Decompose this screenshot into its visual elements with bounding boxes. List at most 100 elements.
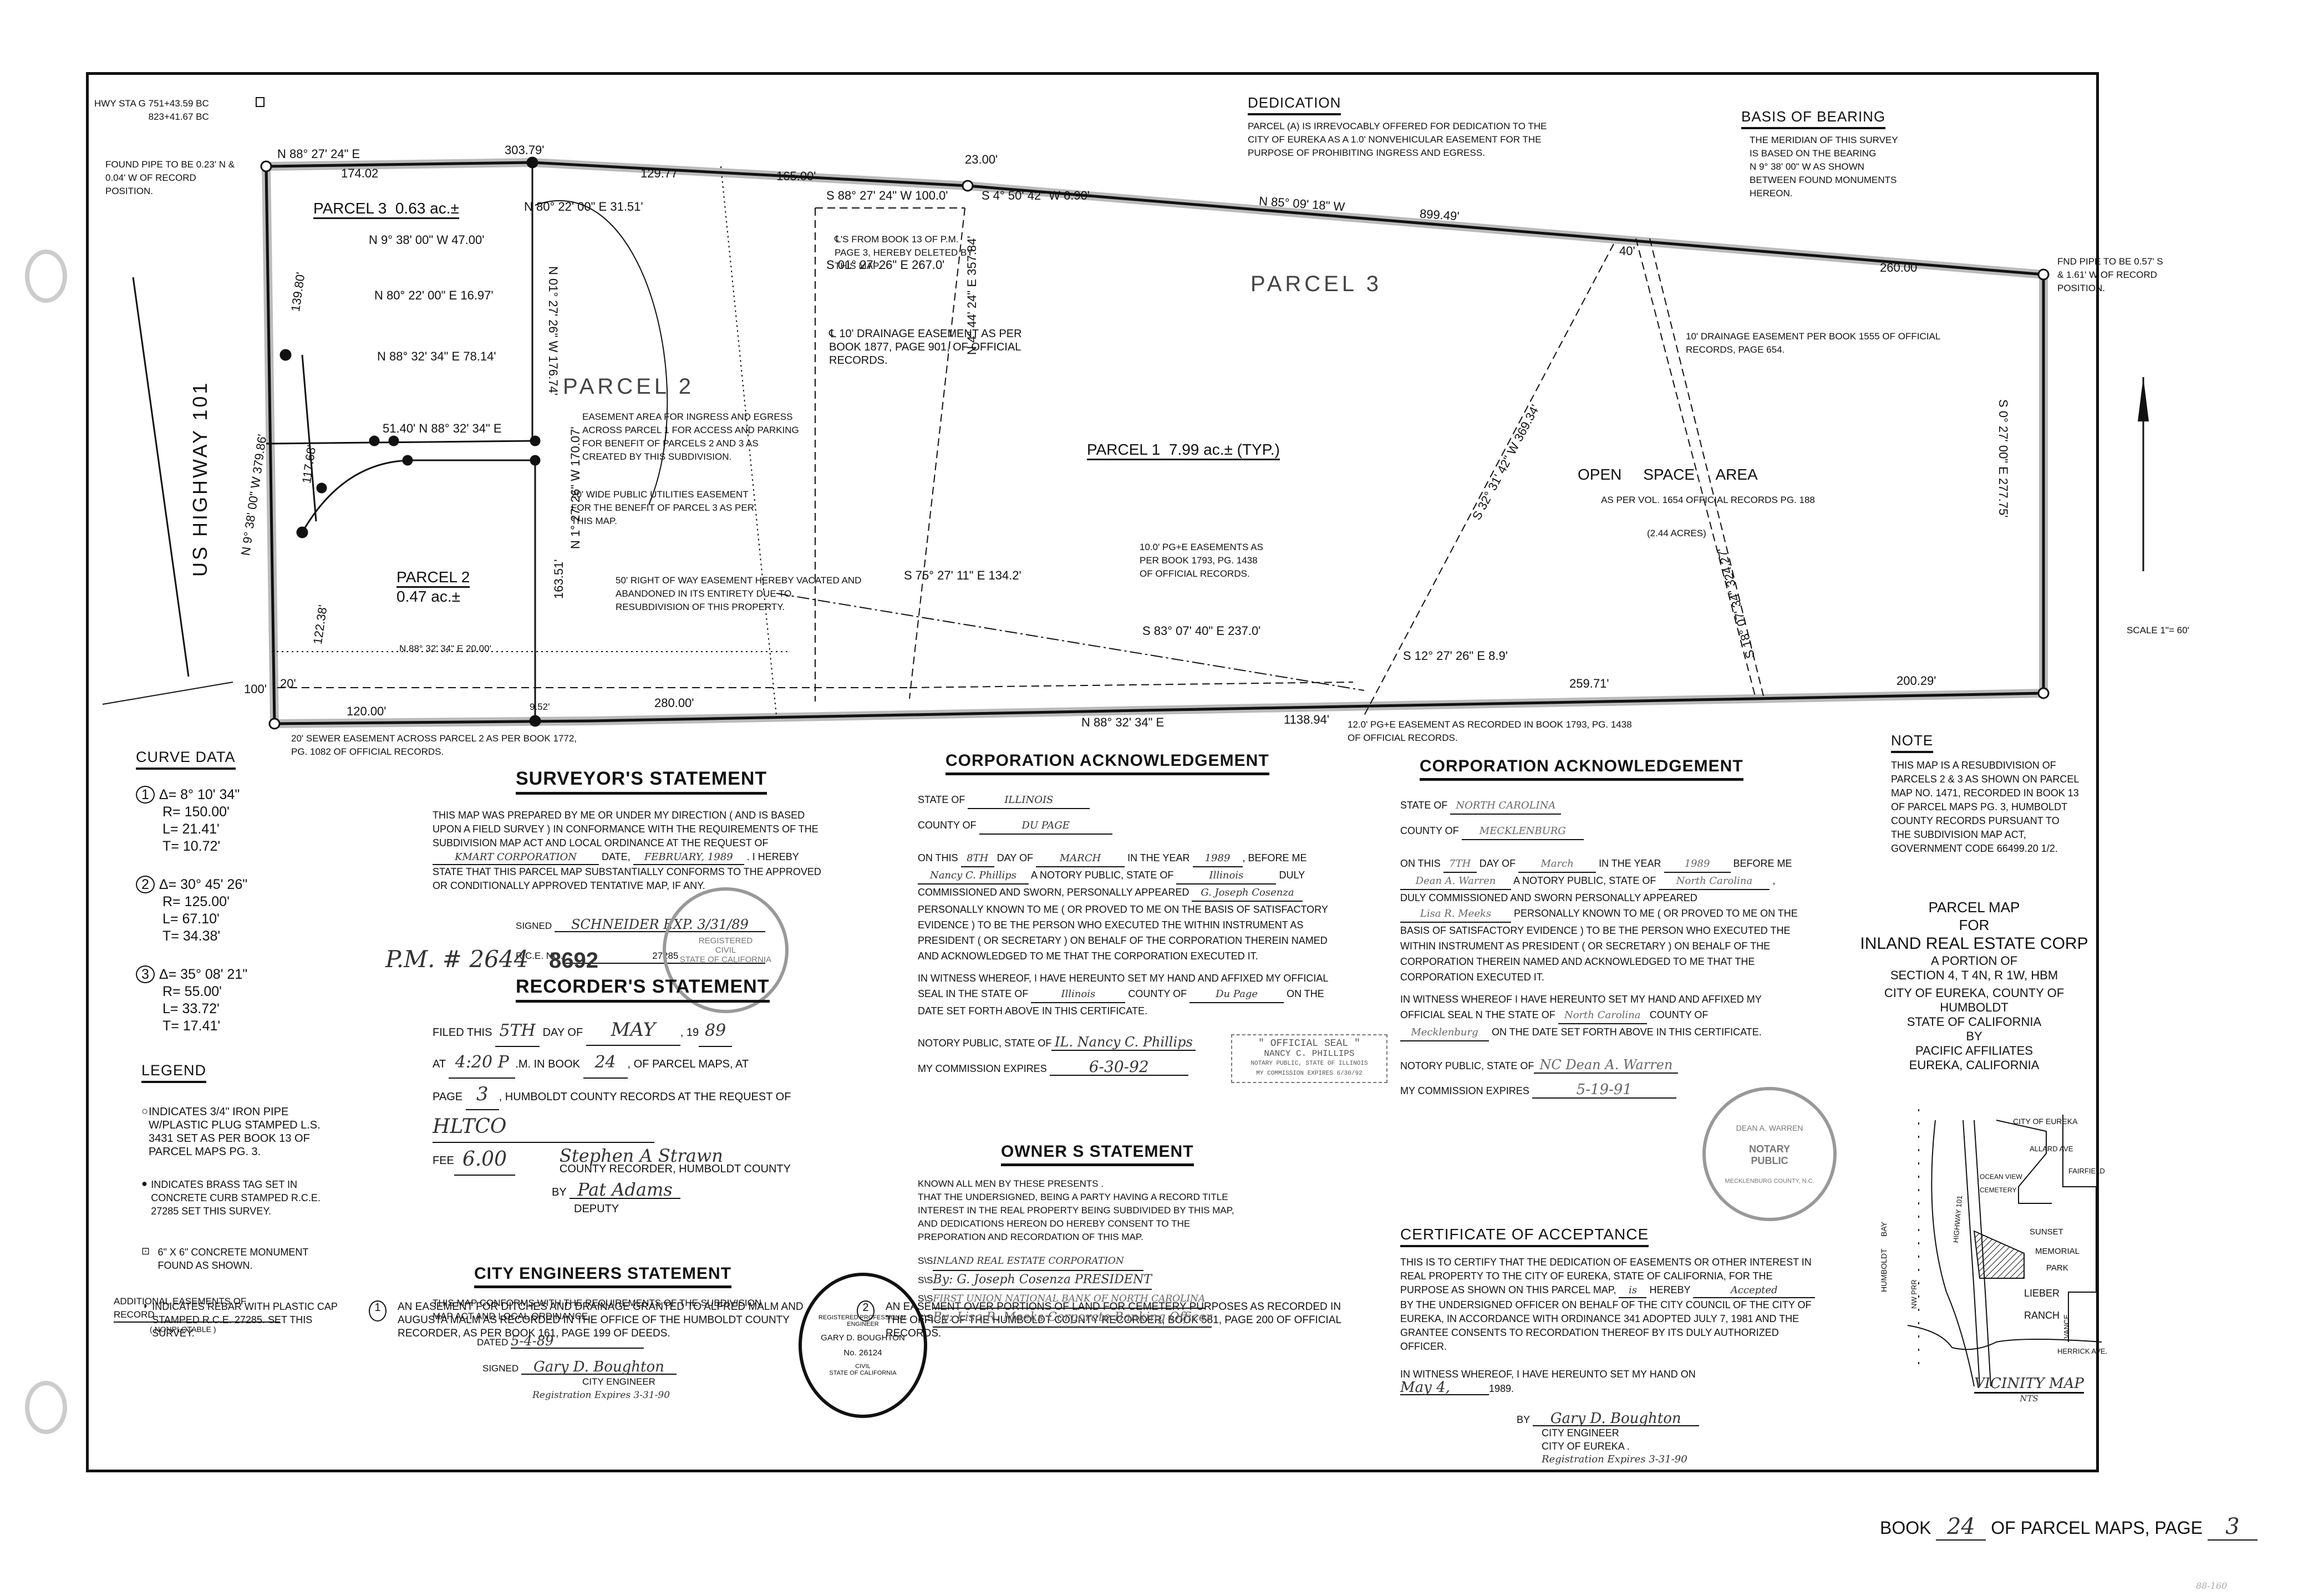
city-engineer-registration: Registration Expires 3-31-90 [532, 1390, 670, 1401]
surveyor-text: . I HEREBY STATE THAT THIS PARCEL MAP SU… [433, 851, 821, 891]
ack-text: A NOTORY PUBLIC, STATE OF [1513, 875, 1656, 886]
station-line: 823+41.67 BC [148, 111, 209, 122]
east-40: 40' [1619, 244, 1635, 258]
title-client: INLAND REAL ESTATE CORP [1860, 934, 2088, 953]
seal-line: PUBLIC [1751, 1155, 1788, 1166]
seal-name: GARY D. BOUGHTON [821, 1333, 905, 1343]
filed-label: FILED THIS [433, 1026, 492, 1039]
owners-statement-text: KNOWN ALL MEN BY THESE PRESENTS . THAT T… [918, 1178, 1234, 1242]
day-of-label: DAY OF [997, 852, 1034, 863]
easement-number: 1 [369, 1300, 387, 1321]
recorders-statement-title: RECORDER'S STATEMENT [516, 976, 770, 1003]
vicinity-label: HUMBOLDT [1879, 1248, 1888, 1292]
seal-number: No. 26124 [843, 1348, 882, 1358]
ack-day: 7th [1443, 856, 1477, 873]
recorder-body: FILED THIS 5th DAY OF May, 1989 AT 4:20 … [433, 1015, 832, 1217]
curve-bearing-2: N 9° 38' 00" W 47.00' [369, 233, 485, 247]
dated-value: 5-4-89 [511, 1334, 644, 1349]
archive-stamp: 88-160 [2196, 1580, 2228, 1591]
vicinity-label: FAIRFIELD [2068, 1167, 2105, 1175]
north-bearing: N 88° 27' 24" E [277, 147, 360, 161]
filed-time: 4:20 P [449, 1048, 516, 1079]
surveyor-date-label: DATE, [602, 851, 631, 862]
official-notary-seal-il: " OFFICIAL SEAL " NANCY C. PHILLIPS NOTA… [1231, 1034, 1387, 1083]
surveyor-requester: KMART CORPORATION [433, 850, 599, 865]
filed-day: 5th [495, 1016, 540, 1047]
note-block: NOTE THIS MAP IS A RESUBDIVISION OF PARC… [1891, 732, 2080, 856]
city-engineer-dated-row: DATED 5-4-89 [433, 1334, 776, 1349]
title-line: A PORTION OF [1930, 954, 2018, 968]
vicinity-map-title: VICINITY MAP [1974, 1375, 2084, 1394]
ne-length: 899.49' [1419, 206, 1460, 223]
concrete-monument-icon: ⊡ [141, 1246, 150, 1257]
city-engineer-signed-row: SIGNED Gary D. Boughton CITY ENGINEER Re… [433, 1360, 776, 1402]
pm-number: P.M. # 2644 [385, 946, 529, 973]
sig-value: INLAND REAL ESTATE CORPORATION [933, 1252, 1144, 1271]
scale-label: SCALE 1"= 60' [2127, 625, 2189, 636]
dedication-block: DEDICATION PARCEL (A) IS IRREVOCABLY OFF… [1248, 94, 1636, 160]
note-drainage-1555: 10' DRAINAGE EASEMENT PER BOOK 1555 OF O… [1686, 331, 1940, 355]
dedication-title: DEDICATION [1248, 94, 1341, 115]
owner-signatures: S\SINLAND REAL ESTATE CORPORATION S\SBy:… [918, 1252, 1339, 1328]
curve-bearing-1: N 80° 22' 00" E 31.51' [524, 200, 643, 214]
south-259: 259.71' [1569, 677, 1609, 690]
parcel-2-name: PARCEL 2 [396, 568, 470, 588]
title-city: CITY OF EUREKA, COUNTY OF HUMBOLDT [1884, 986, 2065, 1014]
curve-number: 2 [136, 876, 155, 893]
city-engineers-title: CITY ENGINEERS STATEMENT [474, 1264, 732, 1288]
acceptance-accepted: Accepted [1693, 1283, 1816, 1298]
seal-line: NANCY C. PHILLIPS [1264, 1049, 1355, 1059]
witness-end: ON THE DATE SET FORTH ABOVE IN THIS CERT… [918, 988, 1324, 1016]
city-engineer-role: CITY ENGINEER [582, 1376, 655, 1387]
title-firm-city: EUREKA, CALIFORNIA [1909, 1058, 2040, 1072]
seal-line: MECKLENBURG COUNTY, N.C. [1725, 1178, 1814, 1185]
found-pipe-nw-note: FOUND PIPE TO BE 0.23' N & 0.04' W OF RE… [105, 159, 235, 196]
legend-text: INDICATES 3/4" IRON PIPE W/PLASTIC PLUG … [148, 1106, 321, 1158]
easement-number: 2 [857, 1300, 875, 1321]
acceptance-text: THIS IS TO CERTIFY THAT THE DEDICATION O… [1400, 1257, 1812, 1295]
curve-tangent: T= 34.38' [162, 928, 221, 944]
legend-text: INDICATES REBAR WITH PLASTIC CAP STAMPED… [152, 1301, 338, 1339]
owners-statement: OWNER S STATEMENT KNOWN ALL MEN BY THESE… [918, 1142, 1339, 1328]
curve-tangent: T= 10.72' [162, 838, 221, 854]
binder-hole [25, 250, 67, 303]
acceptance-date: May 4, [1400, 1380, 1489, 1395]
commission-label: MY COMMISSION EXPIRES [1400, 1085, 1529, 1096]
ack-month: MARCH [1036, 851, 1125, 867]
title-by: BY [1966, 1029, 1982, 1043]
seal-state: STATE OF CALIFORNIA [829, 1370, 897, 1376]
curve-length: L= 33.72' [162, 1001, 220, 1016]
state-label: STATE OF [918, 794, 965, 805]
filed-year: 89 [699, 1016, 733, 1047]
west-100: 100' [244, 682, 267, 696]
notary-sig: Nancy C. Phillips [1077, 1034, 1193, 1050]
note-sewer-easement: 20' SEWER EASEMENT ACROSS PARCEL 2 AS PE… [291, 733, 577, 757]
bearing-s88: S 88° 27' 24" W 100.0' [826, 189, 948, 202]
rebar-cap-icon: ◑ [141, 1300, 148, 1311]
acceptance-text: BY THE UNDERSIGNED OFFICER ON BEHALF OF … [1400, 1299, 1812, 1352]
legend-item: ○ INDICATES 3/4" IRON PIPE W/PLASTIC PLU… [141, 1105, 341, 1158]
title-block: PARCEL MAP FOR INLAND REAL ESTATE CORP A… [1858, 898, 2091, 1073]
sig-value: By: Lisa R. Meeks Corporate Banking Offi… [933, 1309, 1212, 1328]
legend-text: 6" x 6" CONCRETE MONUMENT FOUND AS SHOWN… [157, 1247, 309, 1271]
note-row-easement: 50' RIGHT OF WAY EASEMENT HEREBY VACATED… [616, 575, 862, 612]
ack-text: A NOTORY PUBLIC, STATE OF [1031, 870, 1174, 881]
ack-appeared: G. Joseph Cosenza [1192, 885, 1303, 902]
of-parcel-label: , OF PARCEL MAPS, AT [627, 1058, 749, 1070]
note-title: NOTE [1891, 732, 1934, 753]
title-line: FOR [1959, 917, 1990, 933]
curve-number: 3 [136, 965, 155, 983]
note-ingress-easement: EASEMENT AREA FOR INGRESS AND EGRESS ACR… [582, 411, 799, 462]
acceptance-hereby: HEREBY [1649, 1284, 1691, 1295]
vicinity-label: BAY [1879, 1222, 1888, 1237]
north-seg2: 129.77' [640, 166, 680, 180]
vicinity-label: SUNSET [2030, 1227, 2063, 1237]
parcel-1-name: PARCEL 1 [1087, 441, 1161, 458]
notary-state-label: NOTORY PUBLIC, STATE OF [918, 1038, 1052, 1049]
vicinity-label: NW PRR [1910, 1279, 1918, 1309]
note-drainage-1877: ℄ 10' DRAINAGE EASEMENT AS PER BOOK 1877… [829, 328, 1022, 367]
recorder-signature: Stephen A Strawn [559, 1145, 723, 1166]
